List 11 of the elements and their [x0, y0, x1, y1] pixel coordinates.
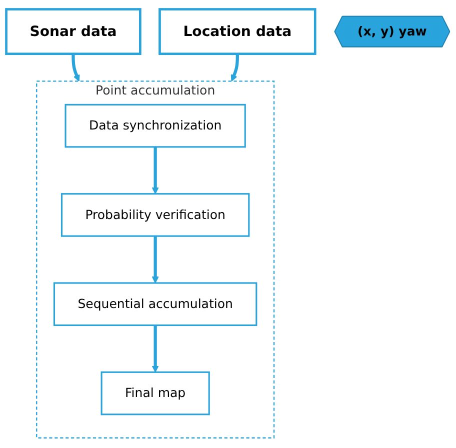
arrow: [72, 54, 80, 82]
arrow: [152, 236, 159, 284]
arrow: [230, 54, 239, 82]
node-box: Sonar data: [5, 8, 142, 56]
arrow: [152, 147, 159, 195]
node-box: Probability verification: [60, 194, 250, 238]
node-box: Location data: [158, 8, 316, 56]
node-box: Sequential accumulation: [53, 282, 258, 326]
node-box: Final map: [100, 372, 210, 416]
arrow: [152, 326, 159, 373]
node-box: Data synchronization: [64, 104, 246, 148]
